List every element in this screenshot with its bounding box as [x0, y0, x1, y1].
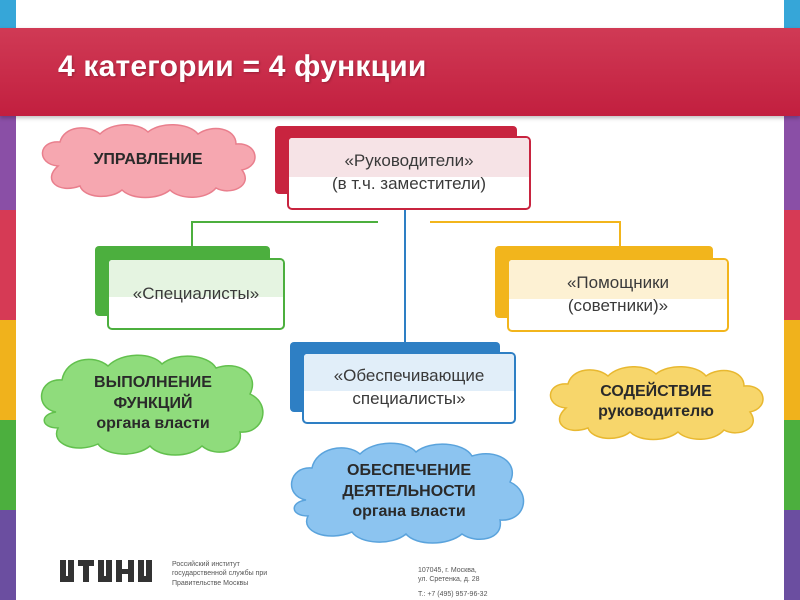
provision-label-2: ДЕЯТЕЛЬНОСТИ — [342, 482, 476, 500]
support-specialists-title: «Обеспечивающие — [333, 366, 485, 386]
header-banner — [0, 28, 800, 116]
assistance-cloud: СОДЕЙСТВИЕ руководителю — [540, 362, 772, 442]
institute-logo — [60, 560, 152, 582]
assistants-subtitle: (советники)» — [567, 296, 669, 315]
provision-label-3: органа власти — [352, 503, 466, 521]
management-label: УПРАВЛЕНИЕ — [93, 150, 203, 168]
page-title: 4 категории = 4 функции — [58, 50, 427, 83]
institute-name-line2: государственной службы при — [172, 570, 268, 578]
assistance-label-2: руководителю — [598, 403, 714, 420]
institute-name: Российский институт государственной служ… — [172, 560, 267, 588]
footer-phone: Т.: +7 (495) 957-96-32 — [418, 591, 488, 598]
management-cloud: УПРАВЛЕНИЕ — [32, 120, 264, 200]
leaders-title: «Руководители» — [344, 151, 474, 171]
provision-label-1: ОБЕСПЕЧЕНИЕ — [347, 462, 471, 480]
assistance-label-1: СОДЕЙСТВИЕ — [600, 382, 712, 400]
address-line2: ул. Сретенка, д. 28 — [418, 576, 480, 584]
institute-name-line1: Российский институт — [172, 561, 240, 568]
address-line1: 107045, г. Москва, — [418, 567, 477, 574]
execution-label-2: ФУНКЦИЙ — [113, 394, 193, 412]
provision-cloud: ОБЕСПЕЧЕНИЕ ДЕЯТЕЛЬНОСТИ органа власти — [282, 440, 536, 544]
execution-label-3: органа власти — [96, 415, 210, 433]
support-specialists-subtitle: специалисты» — [352, 389, 466, 408]
assistants-title: «Помощники — [566, 273, 670, 293]
execution-cloud: ВЫПОЛНЕНИЕ ФУНКЦИЙ органа власти — [32, 350, 274, 458]
specialists-title: «Специалисты» — [132, 283, 260, 303]
institute-name-line3: Правительстве Москвы — [172, 579, 249, 587]
execution-label-1: ВЫПОЛНЕНИЕ — [94, 374, 212, 392]
footer-address: 107045, г. Москва, ул. Сретенка, д. 28 — [418, 566, 480, 585]
leaders-subtitle: (в т.ч. заместители) — [331, 174, 487, 193]
